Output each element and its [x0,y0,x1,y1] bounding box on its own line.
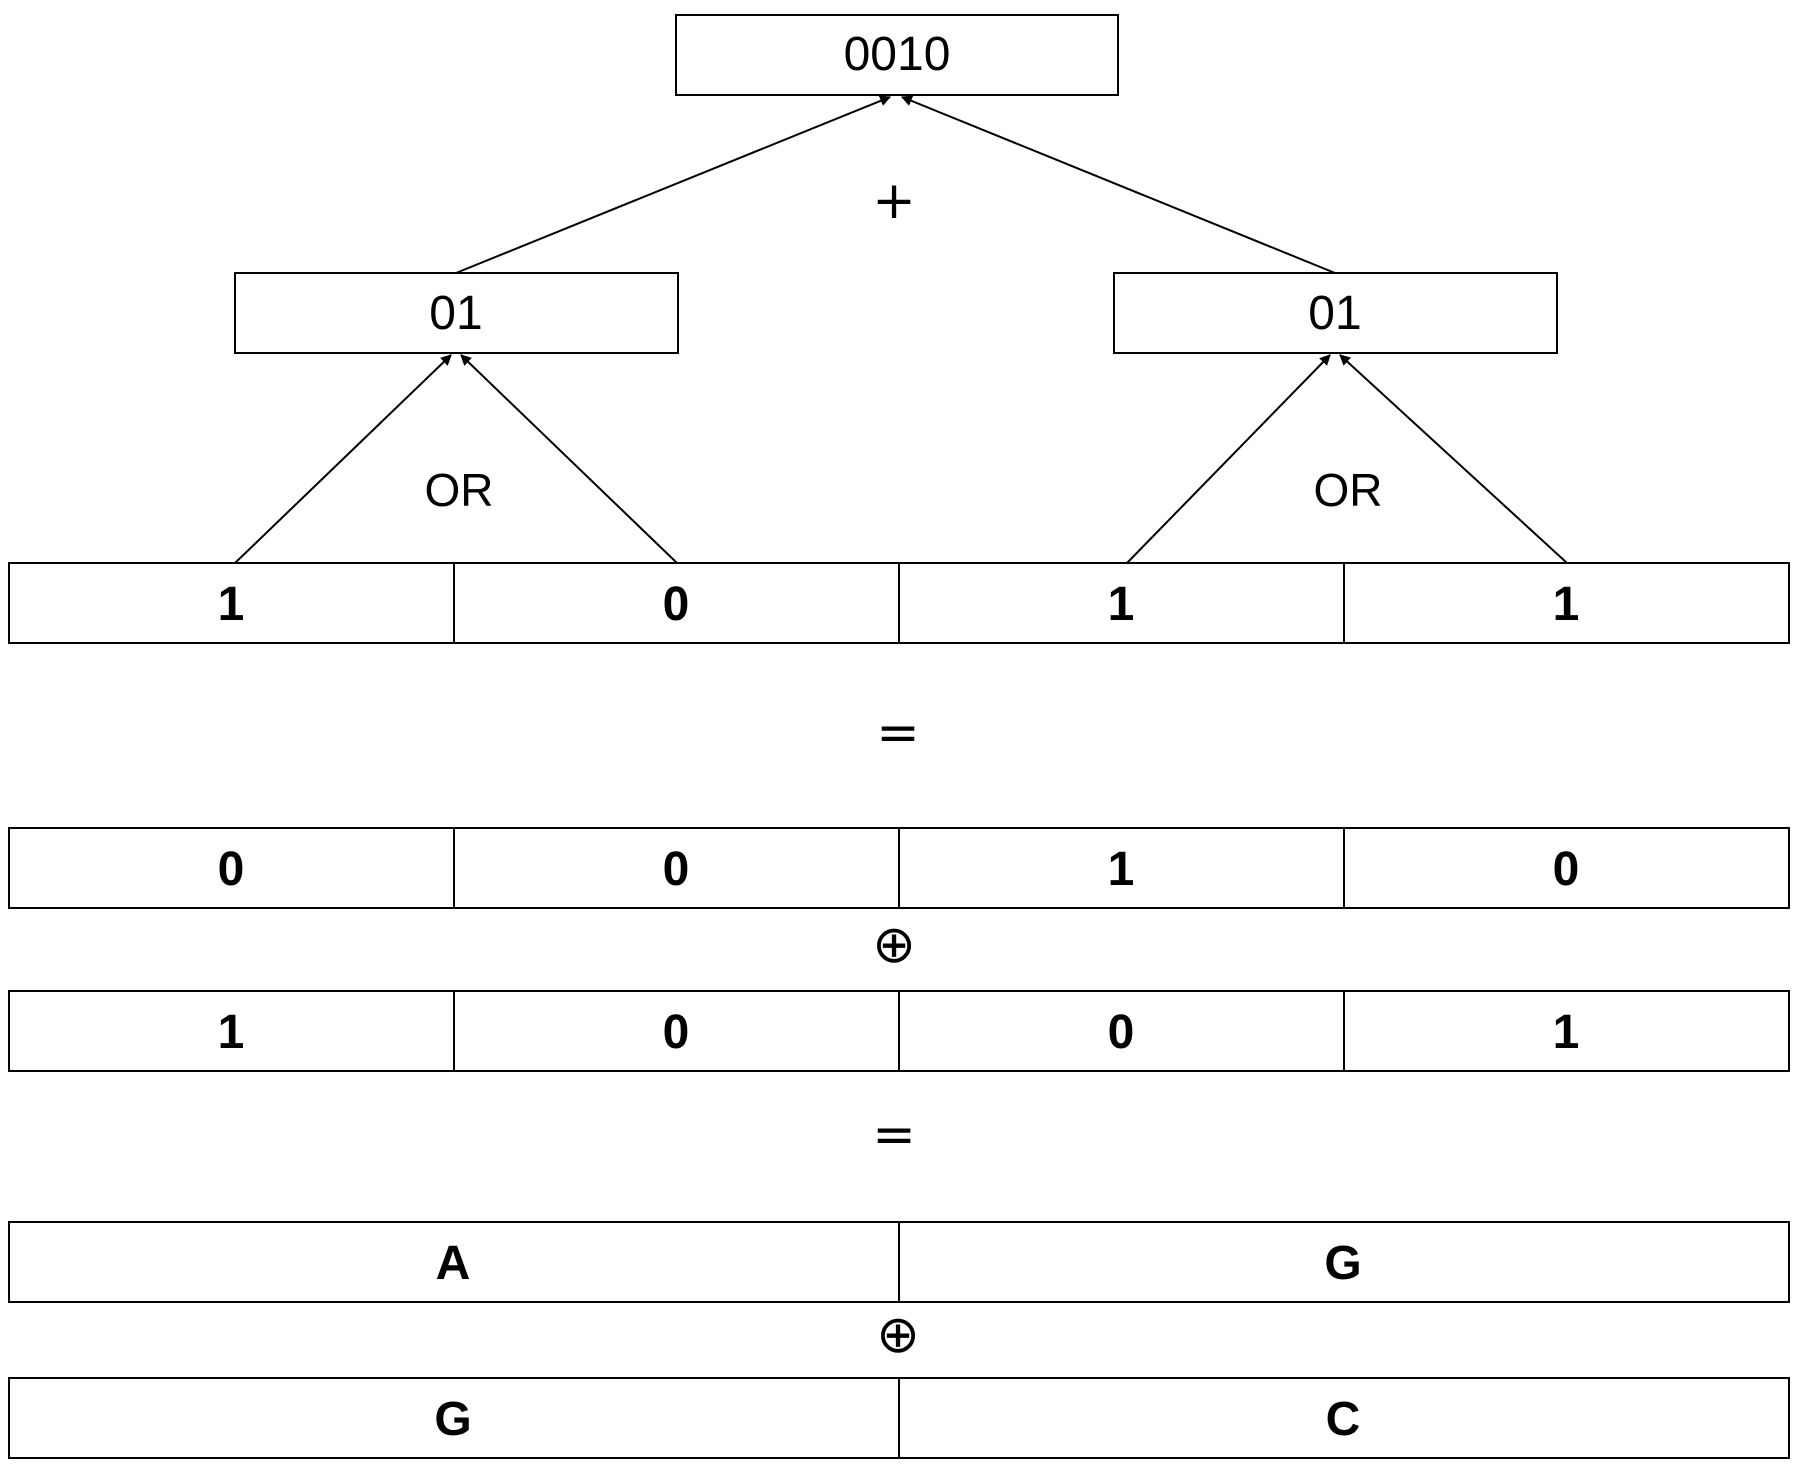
right-or-label: OR [1314,464,1383,516]
input-bit-cell: 1 [218,578,245,631]
base-cell: A [436,1237,471,1290]
right-node: 01 [1113,272,1558,354]
key-bit-cell: 1 [218,1006,245,1059]
result-bit-cell: 1 [1108,843,1135,896]
key-bit-cell: 1 [1553,1006,1580,1059]
input-bits-row: 1 0 1 1 [8,562,1790,644]
left-or-label: OR [425,464,494,516]
root-node: 0010 [675,14,1119,96]
base-cell: G [434,1393,471,1446]
arrow-left-to-root [455,95,892,274]
result-bit-cell: 0 [1553,843,1580,896]
right-node-label: 01 [1308,287,1361,340]
left-node: 01 [234,272,679,354]
root-node-label: 0010 [844,28,951,81]
input-bit-cell: 1 [1553,578,1580,631]
left-node-label: 01 [429,287,482,340]
xor-operator-2: ⊕ [876,1305,920,1365]
arrow-bit2-to-left [460,354,678,564]
bases-bottom-row: G C [8,1377,1790,1459]
plus-operator: + [872,171,916,231]
base-cell: C [1326,1393,1361,1446]
base-cell: G [1324,1237,1361,1290]
key-bit-cell: 0 [1108,1006,1135,1059]
equals-sign-1: = [876,703,920,763]
key-bit-cell: 0 [663,1006,690,1059]
result-bits-row: 0 0 1 0 [8,827,1790,909]
bases-top-row: A G [8,1221,1790,1303]
input-bit-cell: 1 [1108,578,1135,631]
equals-sign-2: = [872,1105,916,1165]
result-bit-cell: 0 [218,843,245,896]
xor-operator-1: ⊕ [872,915,916,975]
arrow-bit1-to-left [234,354,452,564]
key-bits-row: 1 0 0 1 [8,990,1790,1072]
arrow-right-to-root [900,95,1336,274]
result-bit-cell: 0 [663,843,690,896]
arrow-bit3-to-right [1126,354,1331,564]
input-bit-cell: 0 [663,578,690,631]
arrow-bit4-to-right [1339,354,1568,564]
